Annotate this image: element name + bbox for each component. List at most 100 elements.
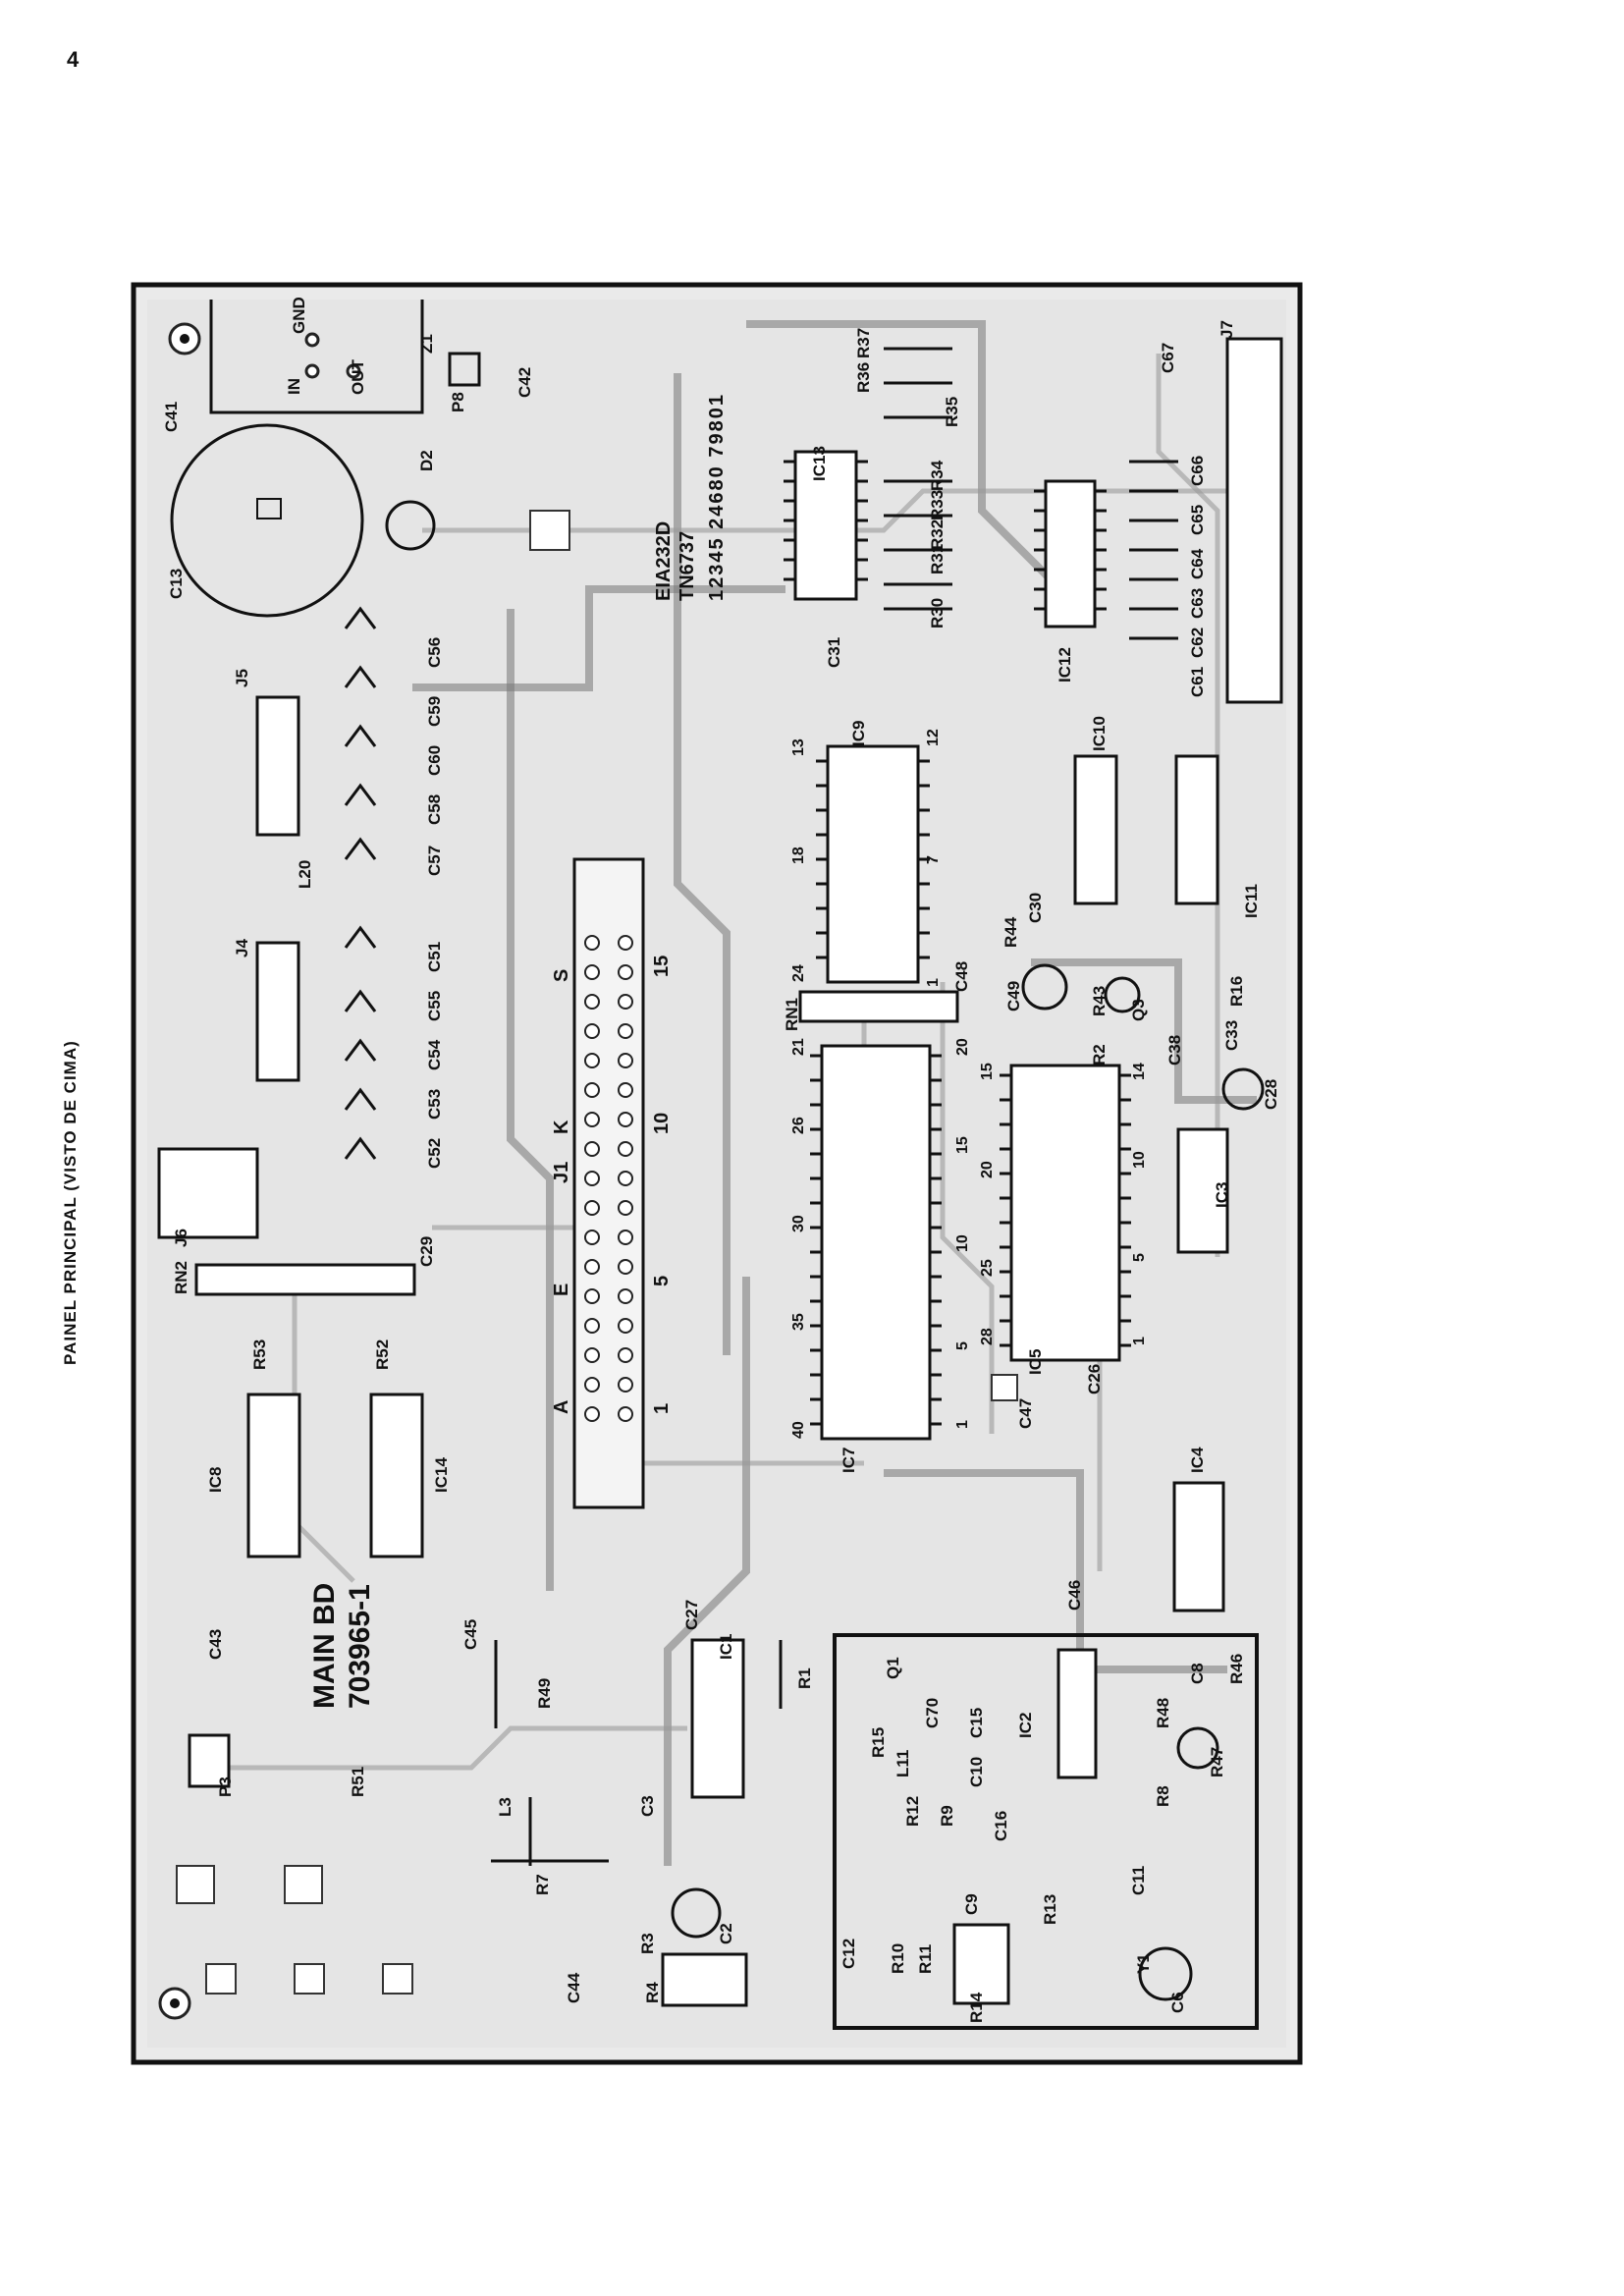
ic5-pin-14: 14 xyxy=(1131,1063,1148,1080)
label-r37: R37 xyxy=(854,328,873,358)
l11-coil xyxy=(952,1923,1010,2005)
p3-connector xyxy=(188,1733,231,1788)
r4-potentiometer xyxy=(661,1952,748,2007)
j1-label-e: E xyxy=(551,1284,572,1296)
ic5-pin-10: 10 xyxy=(1131,1151,1148,1169)
j1-pin-1: 1 xyxy=(651,1403,673,1414)
board-digit-row: 12345 24680 79801 xyxy=(706,393,728,601)
label-r2: R2 xyxy=(1090,1044,1109,1066)
label-r47: R47 xyxy=(1208,1747,1226,1777)
ic12-body xyxy=(1044,479,1097,629)
ic7-pin-5: 5 xyxy=(954,1341,971,1350)
label-c46: C46 xyxy=(1065,1580,1084,1611)
label-j7: J7 xyxy=(1218,320,1236,339)
label-q3: Q3 xyxy=(1129,999,1148,1021)
capacitor-c6-outline xyxy=(1138,1946,1193,2001)
label-c64: C64 xyxy=(1188,548,1207,579)
label-c52: C52 xyxy=(425,1138,444,1169)
label-r34: R34 xyxy=(928,460,947,491)
board-stamp-1: EIA232D xyxy=(653,521,675,601)
ic9-pin-7: 7 xyxy=(925,855,942,864)
label-c10: C10 xyxy=(967,1757,986,1787)
label-ic1: IC1 xyxy=(717,1634,735,1660)
label-r7: R7 xyxy=(533,1874,552,1895)
label-c16: C16 xyxy=(992,1811,1010,1841)
label-r32: R32 xyxy=(928,519,947,550)
label-ic7: IC7 xyxy=(839,1448,858,1473)
label-ic2: IC2 xyxy=(1016,1713,1035,1738)
label-r51: R51 xyxy=(349,1767,367,1797)
ic-pins xyxy=(784,460,1131,1426)
ic14-body xyxy=(369,1393,424,1558)
label-c27: C27 xyxy=(682,1600,701,1630)
ic7-pin-30: 30 xyxy=(790,1215,807,1232)
label-ic14: IC14 xyxy=(432,1457,451,1493)
label-ic10: IC10 xyxy=(1090,716,1109,751)
j1-pin-5: 5 xyxy=(651,1276,673,1286)
label-c38: C38 xyxy=(1165,1035,1184,1066)
board-stamp-2: TN6737 xyxy=(677,531,698,601)
label-rn2: RN2 xyxy=(172,1261,190,1294)
ic3-body xyxy=(1176,1127,1229,1254)
label-ic5: IC5 xyxy=(1026,1349,1045,1375)
rn1-body xyxy=(798,990,959,1023)
label-c51: C51 xyxy=(425,942,444,972)
label-c49: C49 xyxy=(1004,981,1023,1011)
ic1-body xyxy=(690,1638,745,1799)
label-c61: C61 xyxy=(1188,667,1207,697)
j4-connector xyxy=(255,941,300,1082)
label-r36: R36 xyxy=(854,362,873,393)
label-c11: C11 xyxy=(1129,1866,1148,1895)
capacitor-c2-outline xyxy=(671,1887,722,1939)
label-r46: R46 xyxy=(1227,1654,1246,1684)
label-d2: D2 xyxy=(417,450,436,471)
label-c54: C54 xyxy=(425,1039,444,1070)
label-ic11: IC11 xyxy=(1242,884,1261,918)
ic4-body xyxy=(1172,1481,1225,1613)
page-number: 4 xyxy=(67,47,80,72)
label-r8: R8 xyxy=(1154,1785,1172,1807)
label-r4: R4 xyxy=(643,1982,662,2003)
capacitor-array xyxy=(344,606,377,1160)
ic8-body xyxy=(246,1393,301,1558)
bridge-rectifier-d2 xyxy=(385,500,436,551)
label-gnd: GND xyxy=(290,297,308,334)
ic7-pin-20: 20 xyxy=(954,1038,971,1056)
ic7-pin-10: 10 xyxy=(954,1234,971,1252)
label-l3: L3 xyxy=(496,1797,514,1817)
j1-pin-10: 10 xyxy=(651,1113,673,1134)
ic9-pin-24: 24 xyxy=(790,964,807,982)
label-r14: R14 xyxy=(967,1992,986,2023)
label-ic4: IC4 xyxy=(1188,1447,1207,1473)
label-out: OUT xyxy=(349,359,367,396)
ic7-pin-35: 35 xyxy=(790,1313,807,1331)
capacitor-c28-outline xyxy=(1221,1067,1265,1111)
board-name: MAIN BD xyxy=(308,1583,341,1709)
label-c55: C55 xyxy=(425,991,444,1021)
label-r30: R30 xyxy=(928,598,947,629)
label-c48: C48 xyxy=(952,961,971,992)
transistor-q3-outline xyxy=(1104,976,1141,1013)
label-r43: R43 xyxy=(1090,986,1109,1016)
label-r15: R15 xyxy=(869,1727,888,1758)
label-ic3: IC3 xyxy=(1213,1182,1231,1208)
label-c15: C15 xyxy=(967,1708,986,1738)
label-r49: R49 xyxy=(535,1678,554,1709)
label-in: IN xyxy=(285,378,303,395)
capacitor-c49-outline xyxy=(1021,963,1068,1011)
label-c63: C63 xyxy=(1188,588,1207,619)
label-c6: C6 xyxy=(1168,1992,1187,2013)
ic9-pin-1: 1 xyxy=(925,978,942,987)
label-r10: R10 xyxy=(889,1943,907,1974)
label-r52: R52 xyxy=(373,1339,392,1370)
ic11-body xyxy=(1174,754,1219,905)
label-c42: C42 xyxy=(515,367,534,398)
label-c59: C59 xyxy=(425,696,444,727)
j1-pin-15: 15 xyxy=(651,956,673,977)
label-r13: R13 xyxy=(1041,1894,1059,1925)
ic9-pin-13: 13 xyxy=(790,738,807,756)
label-c62: C62 xyxy=(1188,628,1207,658)
label-c56: C56 xyxy=(425,637,444,668)
label-c44: C44 xyxy=(565,1972,583,2003)
